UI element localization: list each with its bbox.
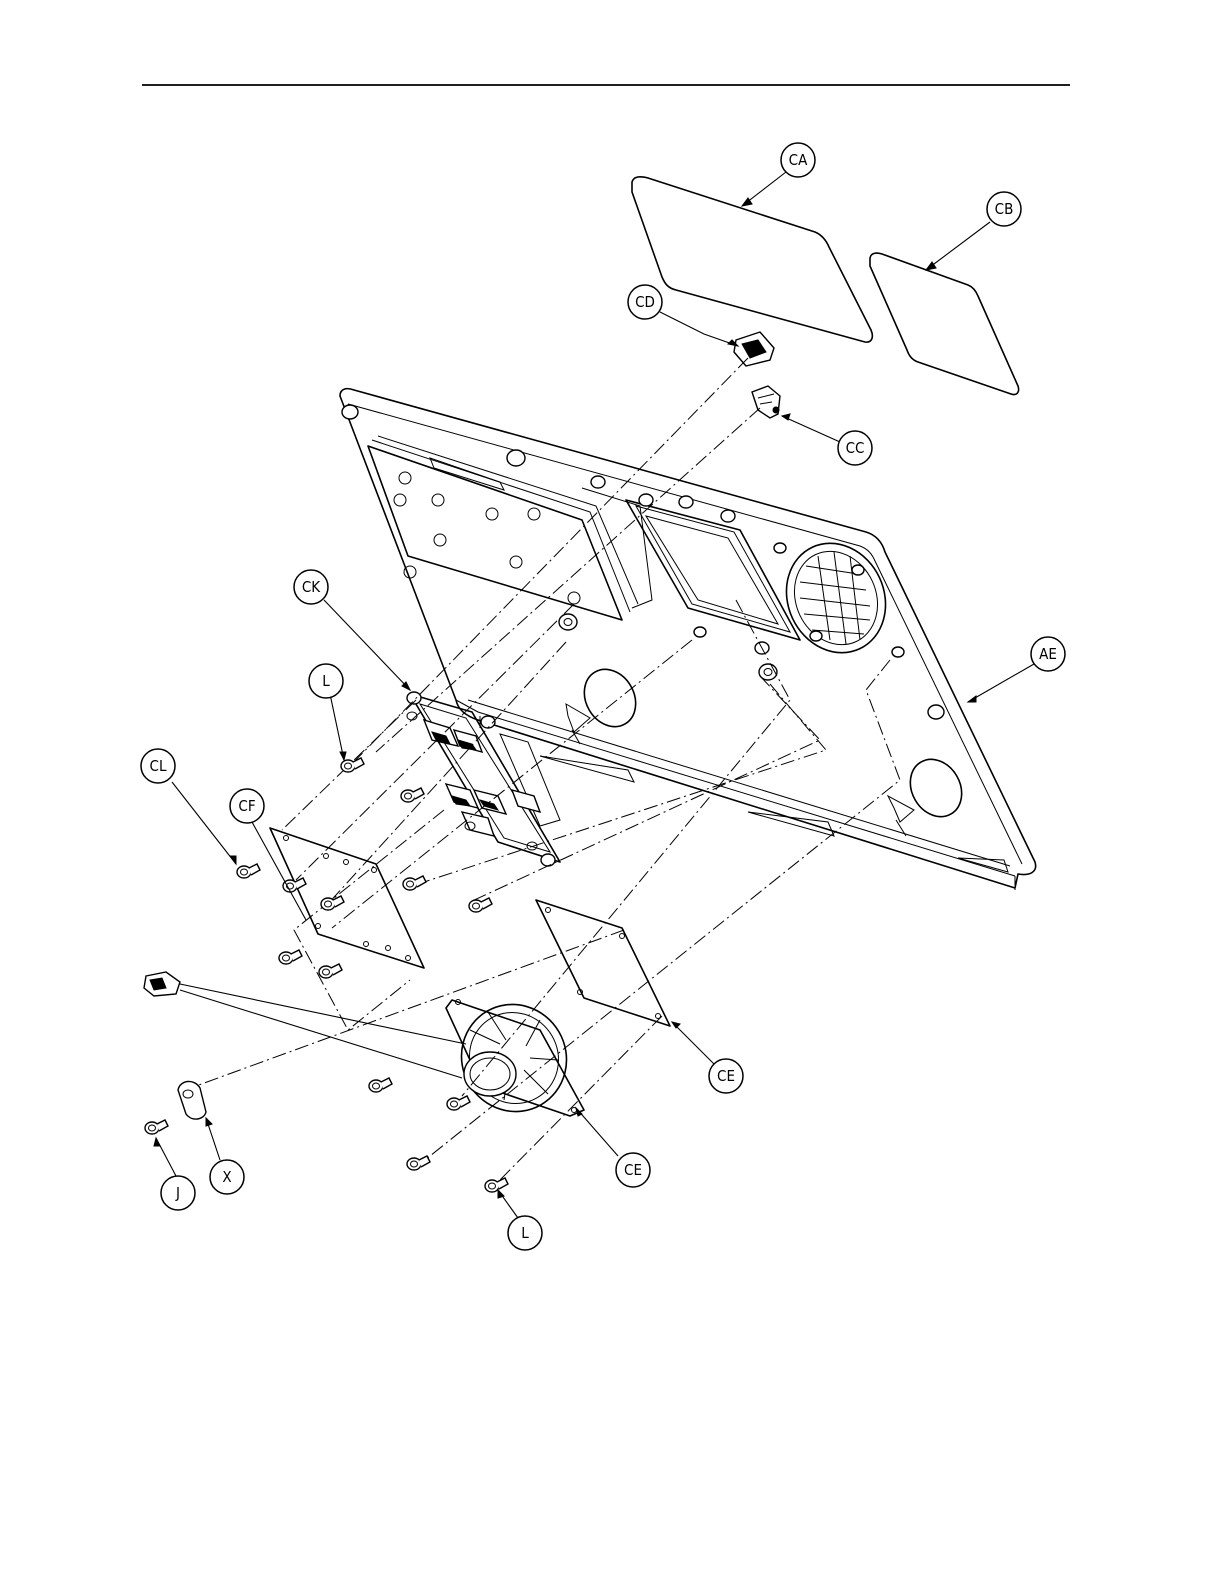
callout-ck-label: CK <box>302 578 321 596</box>
callout-l-top-label: L <box>322 672 330 690</box>
window-pane-ca <box>632 177 872 342</box>
window-pane-cb <box>870 253 1019 394</box>
callout-cl: CL <box>141 749 175 783</box>
callout-ce-speaker-label: CE <box>624 1161 642 1179</box>
cable-connector <box>144 972 466 1078</box>
callout-j: J <box>161 1176 195 1210</box>
callout-cl-label: CL <box>150 757 167 775</box>
callout-l-bottom-label: L <box>521 1224 529 1242</box>
callout-ae-label: AE <box>1039 645 1057 663</box>
connector-frame-ck <box>407 692 560 866</box>
callout-x: X <box>210 1160 244 1194</box>
callout-cf-label: CF <box>238 797 255 815</box>
callout-ce-board-label: CE <box>717 1067 735 1085</box>
callout-cc-label: CC <box>846 439 865 457</box>
bracket-cd <box>734 332 774 366</box>
callout-x-label: X <box>222 1168 231 1186</box>
speaker-ce <box>442 985 586 1131</box>
pc-board-cf <box>270 828 424 968</box>
cable-clamp-x <box>178 1081 206 1119</box>
callout-ck: CK <box>294 570 328 604</box>
main-panel-ae <box>340 389 1036 890</box>
callout-cc: CC <box>838 431 872 465</box>
screws <box>145 758 508 1192</box>
callout-cb: CB <box>987 192 1021 226</box>
callout-ca: CA <box>781 143 815 177</box>
assembly-centerlines <box>196 358 900 1184</box>
pc-board-ce <box>536 900 670 1026</box>
clip-cc <box>752 386 780 418</box>
leader-lines <box>154 172 1034 1218</box>
callout-l-bottom: L <box>508 1216 542 1250</box>
callout-cd: CD <box>628 285 662 319</box>
callout-ae: AE <box>1031 637 1065 671</box>
callout-l-top: L <box>309 664 343 698</box>
callout-cd-label: CD <box>635 293 655 311</box>
callout-ce-speaker: CE <box>616 1153 650 1187</box>
callout-cf: CF <box>230 789 264 823</box>
callout-j-label: J <box>175 1184 180 1202</box>
callout-cb-label: CB <box>995 200 1014 218</box>
callout-ce-board: CE <box>709 1059 743 1093</box>
callout-ca-label: CA <box>789 151 808 169</box>
